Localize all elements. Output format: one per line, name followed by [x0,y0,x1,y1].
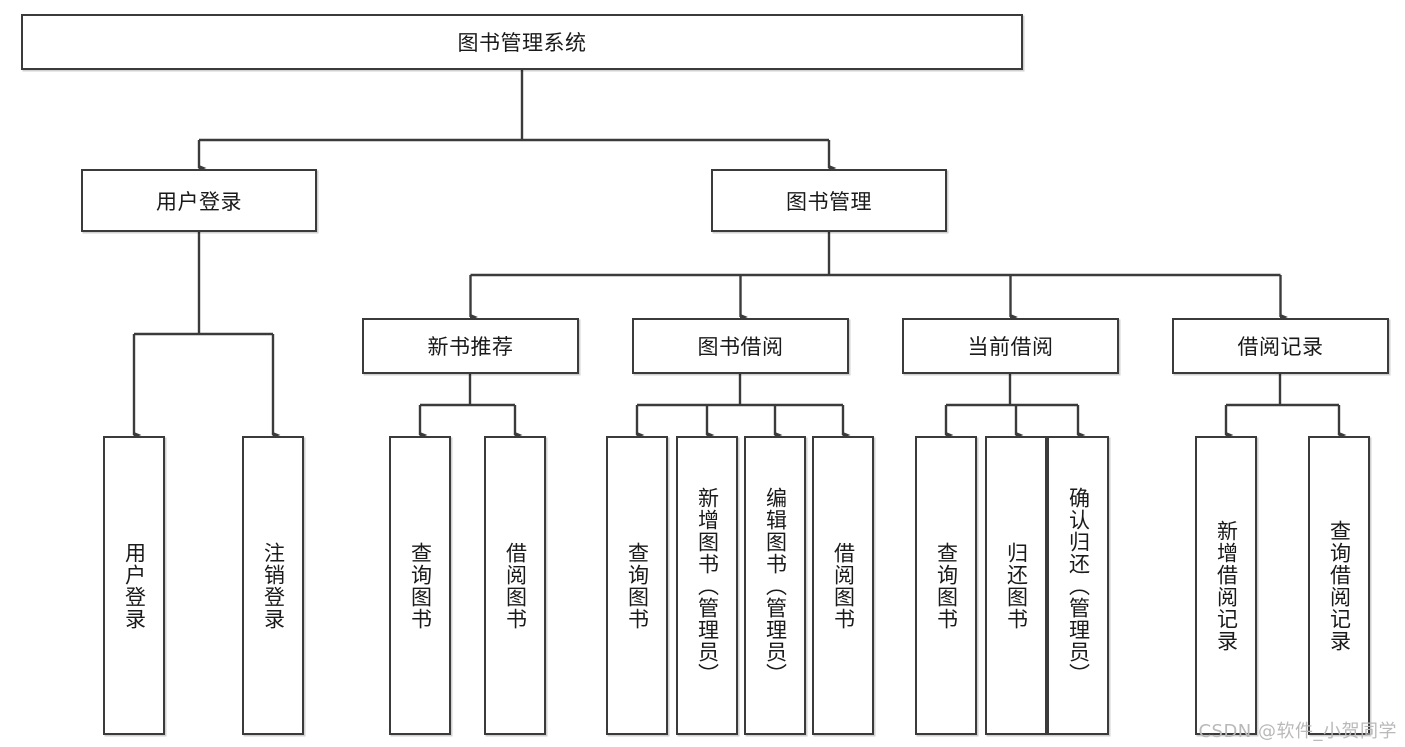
node-label-l2-1: 图书借阅 [697,335,784,359]
node-label-l3-12: 查询借阅记录 [1327,519,1352,652]
node-box-l2-0[interactable]: 新书推荐 [362,318,579,374]
node-label-l3-2: 查询图书 [408,541,433,630]
node-label-l3-7: 借阅图书 [831,541,856,630]
node-box-l3-1[interactable]: 注销登录 [242,436,304,735]
node-label-root: 图书管理系统 [457,31,587,55]
node-box-l3-10[interactable]: 确认归还（管理员） [1047,436,1109,735]
node-label-l3-9: 归还图书 [1004,541,1029,630]
node-label-l2-3: 借阅记录 [1237,335,1324,359]
node-box-l3-11[interactable]: 新增借阅记录 [1195,436,1257,735]
node-box-l3-9[interactable]: 归还图书 [985,436,1047,735]
node-box-l1-1[interactable]: 图书管理 [711,169,947,232]
node-box-l3-3[interactable]: 借阅图书 [484,436,546,735]
node-box-l3-6[interactable]: 编辑图书（管理员） [744,436,806,735]
node-box-l3-5[interactable]: 新增图书（管理员） [676,436,738,735]
node-label-l3-0: 用户登录 [122,541,147,630]
node-box-l1-0[interactable]: 用户登录 [81,169,317,232]
node-box-l2-3[interactable]: 借阅记录 [1172,318,1389,374]
node-label-l1-0: 用户登录 [156,189,242,214]
node-box-l3-4[interactable]: 查询图书 [606,436,668,735]
node-label-l3-8: 查询图书 [934,541,959,630]
node-box-l2-1[interactable]: 图书借阅 [632,318,849,374]
node-label-l3-10: 确认归还（管理员） [1066,486,1091,685]
node-box-l3-7[interactable]: 借阅图书 [812,436,874,735]
node-box-l2-2[interactable]: 当前借阅 [902,318,1119,374]
node-box-l3-2[interactable]: 查询图书 [389,436,451,735]
node-label-l3-11: 新增借阅记录 [1214,519,1239,652]
node-label-l1-1: 图书管理 [786,189,872,214]
csdn-watermark: CSDN @软件_小贺同学 [1198,721,1397,742]
node-box-l3-12[interactable]: 查询借阅记录 [1308,436,1370,735]
node-label-l2-2: 当前借阅 [967,335,1054,359]
node-label-l3-4: 查询图书 [625,541,650,630]
node-label-l2-0: 新书推荐 [427,335,514,359]
node-label-l3-3: 借阅图书 [503,541,528,630]
node-box-l3-8[interactable]: 查询图书 [915,436,977,735]
node-box-l3-0[interactable]: 用户登录 [103,436,165,735]
node-label-l3-6: 编辑图书（管理员） [763,486,788,685]
node-label-l3-5: 新增图书（管理员） [695,486,720,685]
node-label-l3-1: 注销登录 [261,541,286,630]
node-box-root[interactable]: 图书管理系统 [21,14,1023,70]
